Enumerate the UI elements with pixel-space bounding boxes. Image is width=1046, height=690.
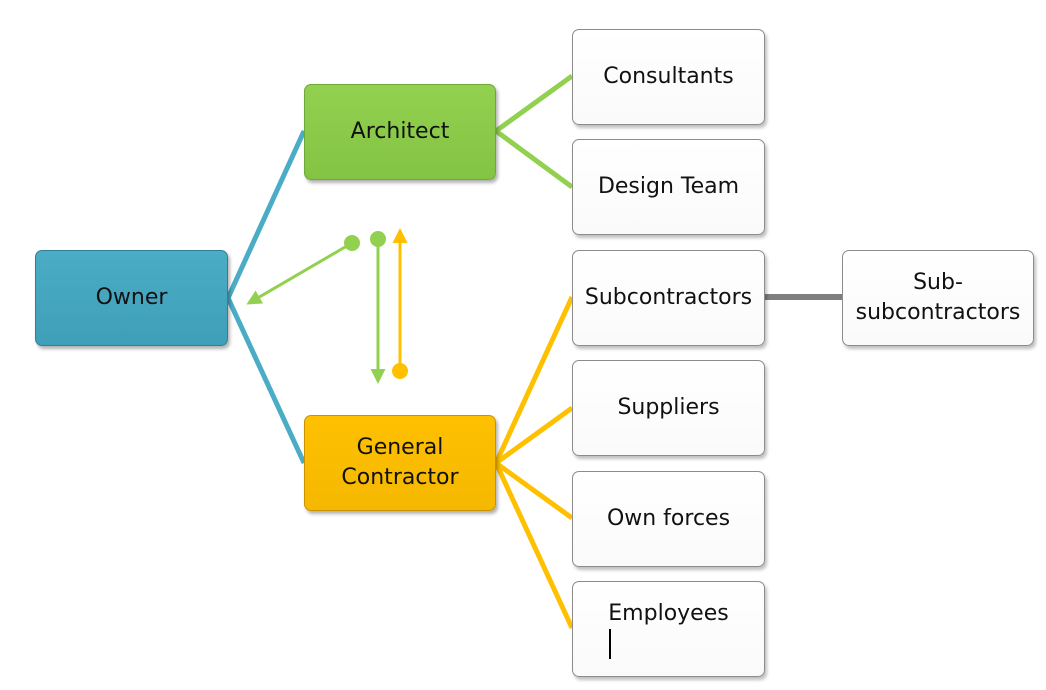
link-architect-design-team xyxy=(494,128,574,190)
own-forces-node[interactable]: Own forces xyxy=(572,471,765,567)
suppliers-node[interactable]: Suppliers xyxy=(572,360,765,456)
subcontractors-label: Subcontractors xyxy=(584,285,753,310)
design-team-label: Design Team xyxy=(597,174,740,199)
architect-label: Architect xyxy=(350,119,450,144)
general-contractor-label-line2: Contractor xyxy=(341,465,459,490)
link-owner-gc xyxy=(225,296,307,465)
architect-to-gc-arrow-origin xyxy=(370,231,386,247)
link-gc-employees xyxy=(493,461,575,630)
own-forces-label: Own forces xyxy=(606,506,731,531)
gc-to-architect-arrow-origin xyxy=(392,363,408,379)
link-gc-subcontractors xyxy=(493,295,575,465)
link-architect-consultants xyxy=(494,73,574,134)
text-cursor xyxy=(609,629,611,659)
owner-node[interactable]: Owner xyxy=(35,250,228,346)
architect-to-owner-arrow xyxy=(246,241,353,305)
employees-label-text: Employees xyxy=(608,601,729,626)
sub-subcontractors-label-line2: subcontractors xyxy=(855,300,1021,325)
general-contractor-label-line1: General xyxy=(356,435,444,460)
link-owner-architect xyxy=(225,129,307,300)
consultants-node[interactable]: Consultants xyxy=(572,29,765,125)
employees-node[interactable]: Employees xyxy=(572,581,765,677)
architect-to-owner-arrow-origin xyxy=(344,235,360,251)
general-contractor-node[interactable]: General Contractor xyxy=(304,415,496,511)
link-gc-suppliers xyxy=(494,405,574,466)
design-team-node[interactable]: Design Team xyxy=(572,139,765,235)
link-gc-own-forces xyxy=(494,460,574,521)
suppliers-label: Suppliers xyxy=(617,395,720,420)
sub-subcontractors-node[interactable]: Sub- subcontractors xyxy=(842,250,1034,346)
sub-subcontractors-label-line1: Sub- xyxy=(913,270,963,295)
architect-node[interactable]: Architect xyxy=(304,84,496,180)
owner-label: Owner xyxy=(95,285,168,310)
subcontractors-node[interactable]: Subcontractors xyxy=(572,250,765,346)
employees-label: Employees xyxy=(608,599,729,659)
consultants-label: Consultants xyxy=(603,64,734,89)
